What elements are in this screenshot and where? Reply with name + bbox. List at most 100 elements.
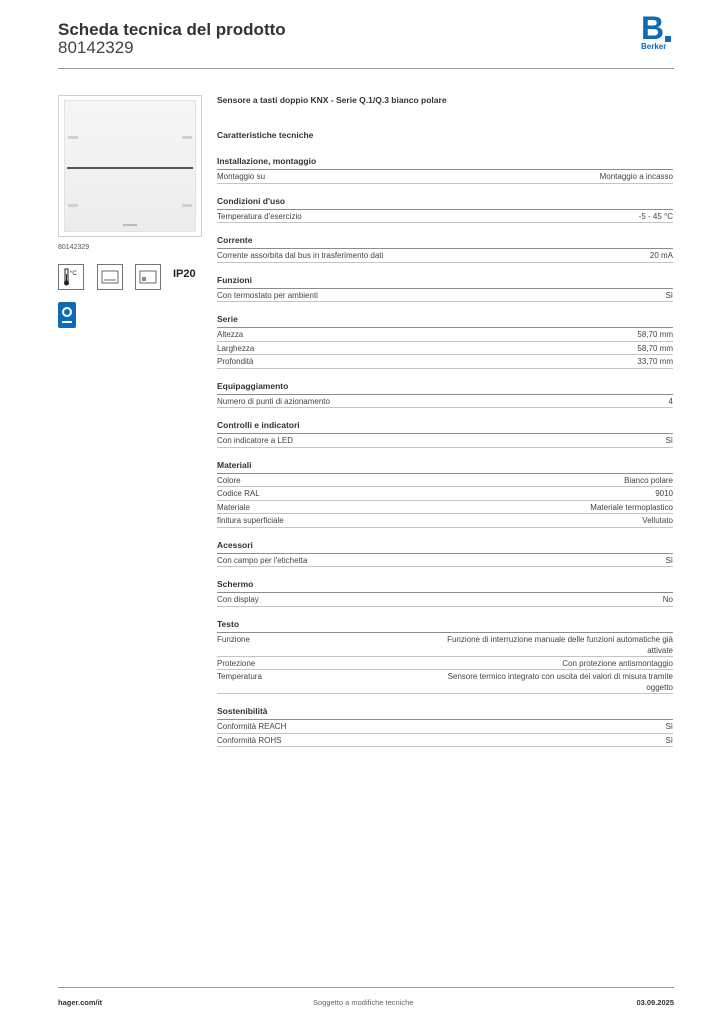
spec-value: 4	[668, 396, 673, 406]
section-title: Condizioni d'uso	[217, 196, 673, 210]
section-title: Serie	[217, 314, 673, 328]
section-title: Sostenibilità	[217, 706, 673, 720]
spec-value: Sì	[665, 722, 673, 731]
switch-face	[64, 100, 196, 232]
spec-label: Temperatura d'esercizio	[217, 211, 302, 221]
footer-website: hager.com/it	[58, 998, 103, 1007]
characteristics-title: Caratteristiche tecniche	[217, 130, 314, 140]
spec-label: Con indicatore a LED	[217, 436, 294, 445]
spec-label: Funzione	[217, 634, 250, 644]
spec-value: No	[662, 595, 673, 604]
page-title: Scheda tecnica del prodotto	[58, 20, 286, 39]
rocker-divider	[67, 167, 193, 169]
spec-value: Materiale termoplastico	[590, 502, 673, 512]
product-name: Sensore a tasti doppio KNX - Serie Q.1/Q…	[217, 95, 447, 105]
spec-label: Conformità ROHS	[217, 735, 282, 745]
footer-divider	[58, 987, 674, 988]
ip-rating-badge: IP20	[173, 268, 196, 280]
spec-row: Funzione Funzione di interruzione manuale…	[217, 633, 673, 657]
rocker-mark	[182, 204, 192, 207]
spec-value: Sì	[665, 290, 673, 300]
section-title: Testo	[217, 619, 673, 633]
spec-label: Larghezza	[217, 343, 255, 353]
spec-value: 33,70 mm	[637, 357, 673, 366]
section-title: Equipaggiamento	[217, 381, 673, 395]
section-title: Acessori	[217, 540, 673, 554]
logo-letter: B	[641, 10, 665, 46]
spec-value: 20 mA	[649, 251, 673, 260]
spec-label: Conformità REACH	[217, 722, 287, 731]
footer-note: Soggetto a modifiche tecniche	[313, 998, 414, 1007]
spec-label: Protezione	[217, 658, 256, 668]
section-title: Installazione, montaggio	[217, 156, 673, 170]
spec-label: Corrente assorbita dal bus in trasferime…	[217, 251, 384, 260]
product-image-caption: 80142329	[58, 244, 90, 251]
spec-value: Con protezione antismontaggio	[562, 658, 673, 668]
spec-value: Vellutato	[642, 516, 673, 525]
spec-label: Montaggio su	[217, 172, 266, 181]
spec-row: Conformità REACH Sì	[217, 720, 673, 734]
led-indicator	[123, 224, 137, 226]
spec-label: Con termostato per ambienti	[217, 290, 318, 300]
spec-row: Temperatura d'esercizio-5 - 45 °C	[217, 210, 673, 223]
header-divider	[58, 68, 674, 69]
spec-value: 58,70 mm	[637, 330, 673, 339]
spec-row: finitura superficiale Vellutato	[217, 514, 673, 528]
spec-value: Montaggio a incasso	[599, 172, 673, 181]
product-image	[58, 95, 202, 237]
section-title: Controlli e indicatori	[217, 420, 673, 434]
sensor-icon	[135, 264, 161, 290]
logo-dot	[665, 36, 671, 42]
spec-label: finitura superficiale	[217, 516, 284, 525]
spec-value: Bianco polare	[624, 475, 673, 485]
spec-row: Codice RAL 9010	[217, 487, 673, 501]
spec-value: Funzione di interruzione manuale delle f…	[447, 634, 673, 655]
berker-logo: B Berker	[639, 10, 675, 54]
spec-row: Protezione Con protezione antismontaggio	[217, 657, 673, 670]
spec-row: Montaggio su Montaggio a incasso	[217, 170, 673, 184]
bottom-rocker	[65, 171, 195, 231]
spec-row: Corrente assorbita dal bus in trasferime…	[217, 249, 673, 263]
product-code-heading: 80142329	[58, 38, 134, 57]
spec-label: Con campo per l'etichetta	[217, 555, 308, 565]
spec-label: Colore	[217, 475, 241, 485]
section-title: Corrente	[217, 235, 673, 249]
display-icon	[97, 264, 123, 290]
spec-row: Materiale Materiale termoplastico	[217, 501, 673, 514]
top-rocker	[65, 101, 195, 167]
spec-value: 9010	[655, 489, 673, 498]
section-title: Funzioni	[217, 275, 673, 289]
spec-label: Codice RAL	[217, 489, 260, 498]
svg-text:°C: °C	[70, 271, 77, 277]
spec-row: Con termostato per ambienti Sì	[217, 289, 673, 302]
rocker-mark	[68, 204, 78, 207]
spec-label: Materiale	[217, 502, 250, 512]
spec-value: Sì	[665, 436, 673, 445]
rocker-mark	[68, 136, 78, 139]
environment-icon	[58, 302, 76, 328]
section-title: Schermo	[217, 579, 673, 593]
spec-value: Sensore termico integrato con uscita dei…	[447, 672, 673, 692]
logo-text: Berker	[641, 42, 667, 51]
section-title: Materiali	[217, 460, 673, 474]
spec-row: Colore Bianco polare	[217, 474, 673, 487]
